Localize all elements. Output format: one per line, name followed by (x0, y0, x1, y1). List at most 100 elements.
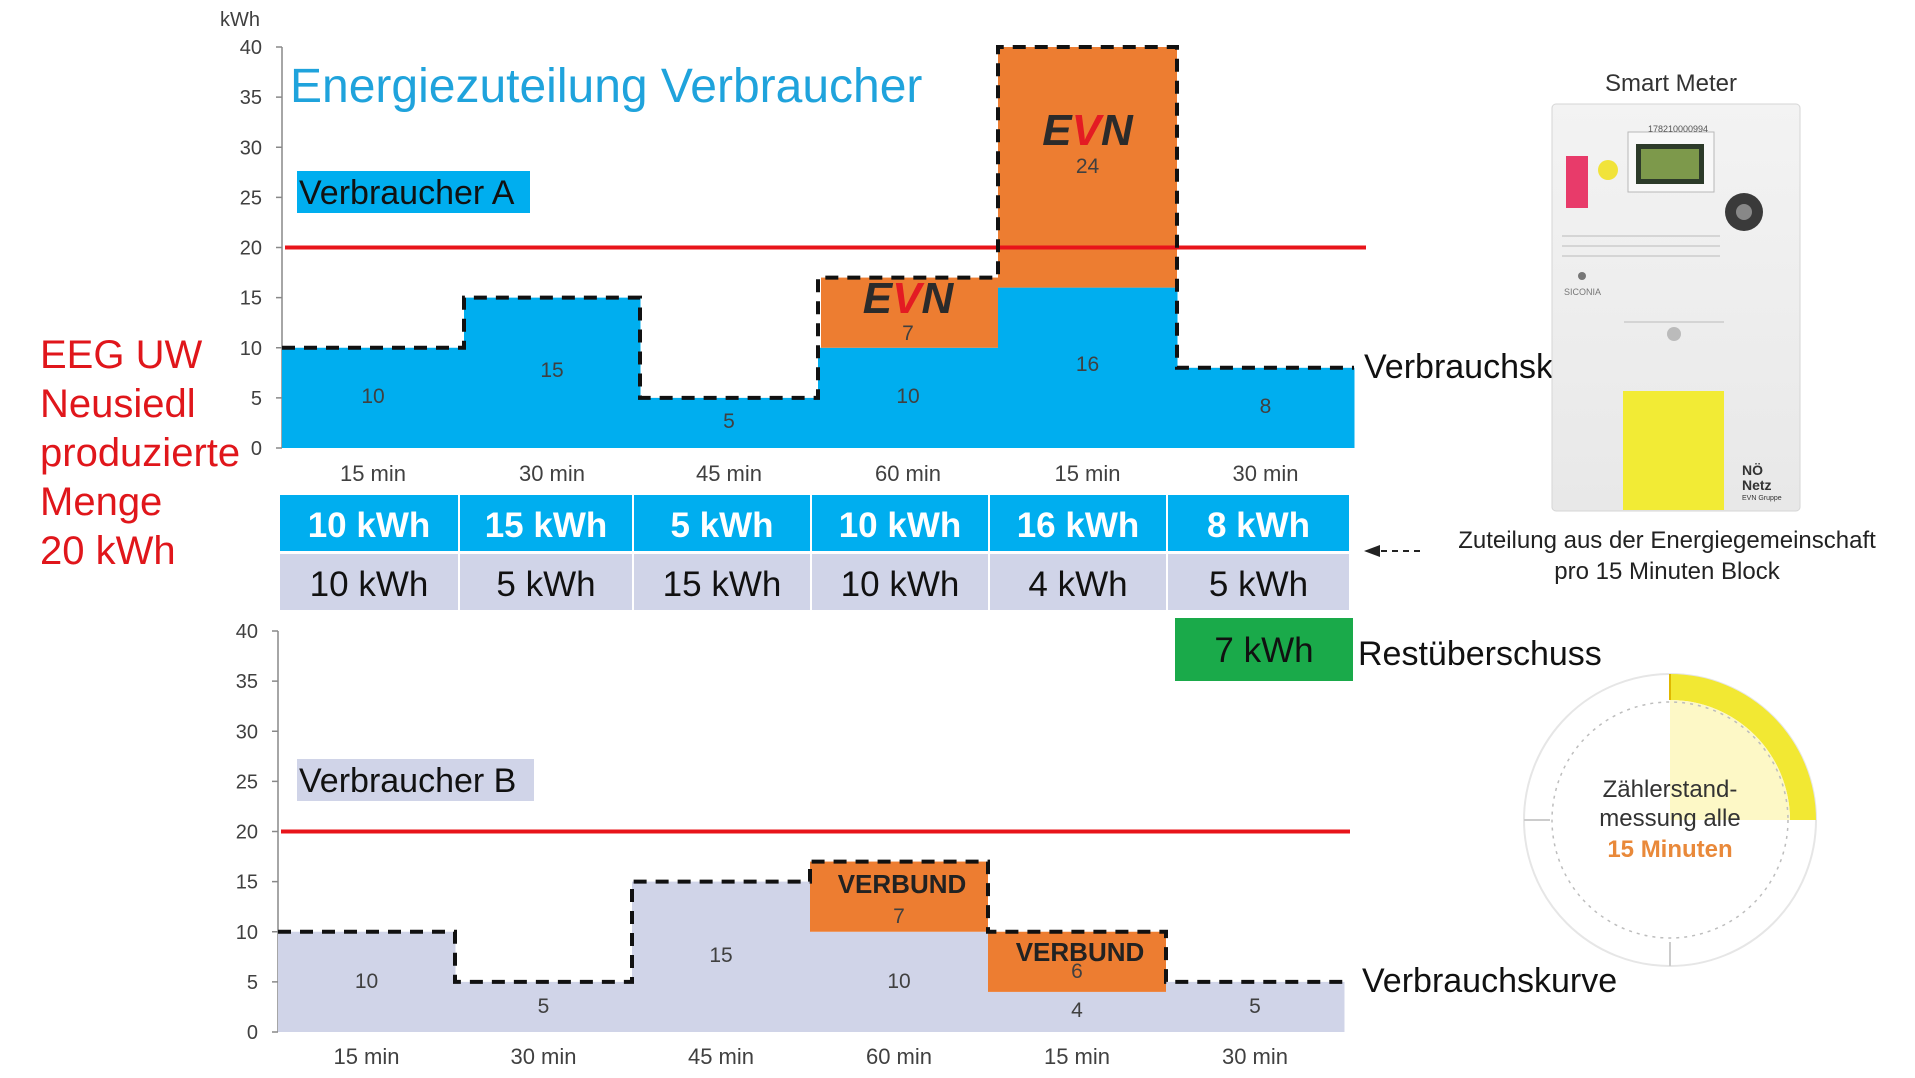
dial-segment-fill (1670, 700, 1790, 820)
meter-yellow-cover (1623, 391, 1724, 510)
bar-consumer (640, 397, 819, 448)
y-tick-label: 10 (240, 338, 262, 360)
y-tick-label: 25 (236, 771, 258, 793)
category-label: 15 min (340, 461, 406, 486)
dial-text-1: Zählerstand- (1603, 776, 1738, 803)
y-tick-label: 0 (251, 438, 262, 460)
dial-ticks (1551, 701, 1789, 939)
value-label-consumer: 10 (896, 385, 919, 408)
series-label-bg-a (297, 171, 530, 213)
bar-consumer (1166, 981, 1345, 1032)
value-label-consumer: 15 (540, 359, 563, 382)
production-label: EEG UW Neusiedl produzierte Menge 20 kWh (40, 333, 240, 573)
series-label-bg-b (297, 759, 534, 801)
value-label-consumer: 5 (1249, 995, 1261, 1018)
evn-logo: EVN (863, 274, 955, 323)
bar-consumer (988, 991, 1167, 1032)
category-label: 30 min (1232, 461, 1298, 486)
surplus-cell: 7 kWh (1175, 618, 1353, 681)
value-label-supplier: 6 (1071, 960, 1083, 983)
cell-a-value: 16 kWh (1017, 506, 1140, 545)
meter-serial: 178210000994 (1648, 124, 1708, 134)
noe-netz-line-2: Netz (1742, 477, 1772, 493)
category-label: 45 min (696, 461, 762, 486)
production-line-3: produzierte (40, 431, 240, 475)
y-unit-label: kWh (220, 9, 260, 31)
cell-a-bg (990, 495, 1166, 551)
y-tick-label: 35 (240, 87, 262, 109)
consumption-curve (282, 45, 1354, 400)
surplus-label: Restüberschuss (1358, 635, 1602, 673)
y-tick-label: 5 (251, 388, 262, 410)
cell-a-bg (280, 495, 458, 551)
value-label-consumer: 16 (1076, 353, 1099, 376)
cell-a-value: 15 kWh (485, 506, 608, 545)
y-tick-label: 10 (236, 922, 258, 944)
cell-b-bg (280, 554, 458, 610)
noe-netz-line-1: NÖ (1742, 462, 1763, 478)
series-label-b: Verbraucher B (299, 762, 516, 800)
production-line-4: Menge (40, 480, 162, 524)
cell-a-bg (460, 495, 632, 551)
production-line-1: EEG UW (40, 333, 202, 377)
measurement-dial: Zählerstand- messung alle 15 Minuten (1523, 673, 1817, 967)
meter-display-screen (1641, 149, 1699, 179)
bar-consumer (818, 347, 999, 448)
allocation-table: 10 kWh 15 kWh 5 kWh 10 kWh 16 kWh 8 kWh 10 kWh… (280, 495, 1349, 610)
bar-consumer (278, 931, 456, 1032)
bar-consumer (282, 347, 465, 448)
value-label-consumer: 4 (1071, 999, 1083, 1022)
y-tick-label: 25 (240, 187, 262, 209)
value-label-supplier: 7 (902, 322, 914, 345)
smart-meter-photo: Smart Meter 178210000994 SICONIA NÖ Netz… (1551, 70, 1801, 512)
meter-knob-center (1736, 204, 1752, 220)
y-tick-label: 30 (236, 721, 258, 743)
cell-b-bg (1168, 554, 1349, 610)
bar-consumer (998, 287, 1178, 448)
category-label: 60 min (875, 461, 941, 486)
category-label: 15 min (1044, 1044, 1110, 1069)
category-label: 15 min (333, 1044, 399, 1069)
value-label-consumer: 10 (355, 970, 378, 993)
cell-b-value: 5 kWh (1209, 565, 1308, 604)
y-tick-label: 35 (236, 671, 258, 693)
cell-b-value: 10 kWh (841, 565, 960, 604)
value-label-supplier: 24 (1076, 155, 1100, 178)
production-line-5: 20 kWh (40, 529, 176, 573)
allocation-arrow (1364, 545, 1420, 557)
noe-netz-line-3: EVN Gruppe (1742, 495, 1782, 502)
production-line-2: Neusiedl (40, 382, 196, 426)
cell-a-value: 10 kWh (308, 506, 431, 545)
curve-label-b: Verbrauchskurve (1362, 962, 1617, 1000)
category-label: 60 min (866, 1044, 932, 1069)
bar-supplier (988, 931, 1166, 992)
meter-led-yellow (1598, 160, 1618, 180)
cell-b-bg (990, 554, 1166, 610)
bar-consumer (464, 297, 641, 448)
meter-brand-dot (1578, 272, 1586, 280)
value-label-consumer: 10 (361, 385, 384, 408)
y-tick-label: 30 (240, 137, 262, 159)
cell-a-bg (634, 495, 810, 551)
bar-consumer (455, 981, 633, 1032)
evn-logo: EVN (1042, 106, 1134, 155)
bar-consumer (810, 931, 989, 1032)
cell-b-value: 10 kWh (310, 565, 429, 604)
dial-segment-15min (1670, 674, 1816, 820)
bar-consumer (632, 881, 811, 1032)
y-tick-label: 20 (236, 822, 258, 844)
value-label-consumer: 5 (723, 410, 735, 433)
cell-a-value: 10 kWh (839, 506, 962, 545)
meter-pink-tag (1566, 156, 1588, 208)
category-label: 30 min (1222, 1044, 1288, 1069)
cell-a-value: 8 kWh (1207, 506, 1310, 545)
series-label-a: Verbraucher A (299, 174, 515, 212)
category-label: 30 min (519, 461, 585, 486)
bar-consumer (1177, 367, 1355, 448)
